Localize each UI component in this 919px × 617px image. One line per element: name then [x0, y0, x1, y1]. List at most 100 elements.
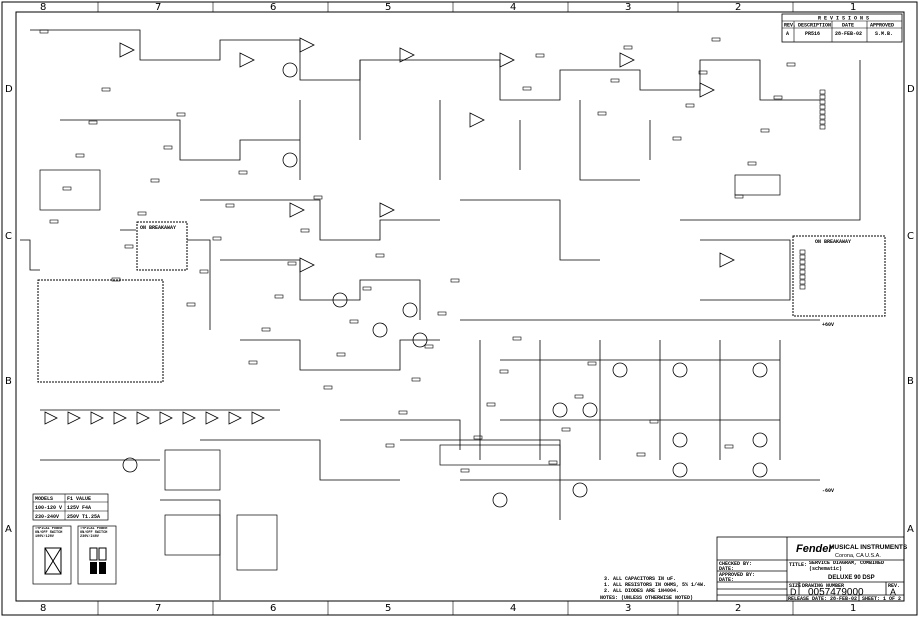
- resistor-symbol: [499, 369, 509, 374]
- transistor-symbol: [572, 482, 588, 498]
- zone-column-label: 7: [155, 2, 161, 13]
- notes-item-2: 2. ALL DIODES ARE 1N4004.: [604, 588, 679, 594]
- annotation-box: [236, 514, 278, 571]
- resistor-symbol: [274, 294, 284, 299]
- zone-row-label: B: [907, 376, 914, 387]
- connector-pin: [799, 269, 806, 275]
- resistor-symbol: [636, 452, 646, 457]
- resistor-symbol: [150, 178, 160, 183]
- annotation-box: [39, 169, 101, 211]
- resistor-symbol: [623, 45, 633, 50]
- rev-value: A: [890, 587, 896, 597]
- zone-row-label: B: [5, 376, 12, 387]
- wire: [500, 359, 780, 421]
- wire: [40, 439, 400, 481]
- transistor-symbol: [402, 302, 418, 318]
- wire: [460, 319, 820, 481]
- rev-header-description: DESCRIPTION: [798, 23, 831, 29]
- resistor-symbol: [522, 86, 532, 91]
- resistor-symbol: [137, 211, 147, 216]
- buffer-symbol: [251, 411, 265, 425]
- resistor-symbol: [561, 427, 571, 432]
- size-label: SIZE: [789, 583, 801, 589]
- switch-note-2: TYPICAL POWER ON/OFF SWITCH 230V/240V: [80, 527, 108, 540]
- zone-column-label: 2: [735, 603, 741, 614]
- wire: [200, 199, 440, 241]
- buffer-symbol: [159, 411, 173, 425]
- inner-border: [15, 11, 905, 602]
- zone-column-label: 5: [385, 2, 391, 13]
- zone-column-label: 8: [40, 603, 46, 614]
- zone-column-label: 6: [270, 2, 276, 13]
- resistor-symbol: [101, 87, 111, 92]
- release-date: RELEASE DATE: 28-FEB-02: [788, 596, 857, 602]
- connector-pin: [819, 99, 826, 105]
- zone-row-label: C: [907, 231, 914, 242]
- wire: [120, 229, 211, 330]
- annotation-box: [164, 449, 221, 491]
- wire: [579, 100, 651, 181]
- transistor-symbol: [672, 462, 688, 478]
- connector-pin: [799, 254, 806, 260]
- wire: [299, 60, 521, 180]
- resistor-symbol: [385, 443, 395, 448]
- size-value: D: [790, 587, 797, 597]
- sheet-number: SHEET: 1 OF 2: [862, 596, 901, 602]
- notes-item-1: 1. ALL RESISTORS IN OHMS, 5% 1/4W.: [604, 582, 706, 588]
- annotation-box: [164, 514, 221, 556]
- fuse-table: MODELS F1 VALUE 100-120 V 125V F4A 230-2…: [32, 493, 117, 585]
- transistor-symbol: [582, 402, 598, 418]
- wire: [30, 29, 420, 81]
- resistor-symbol: [437, 311, 447, 316]
- resistor-symbol: [163, 145, 173, 150]
- zone-column-label: 5: [385, 603, 391, 614]
- resistor-symbol: [597, 111, 607, 116]
- resistor-symbol: [287, 261, 297, 266]
- resistor-symbol: [362, 286, 372, 291]
- op-amp-symbol: [119, 42, 135, 58]
- title-label: TITLE:: [789, 562, 807, 568]
- switch-note-1: TYPICAL POWER ON/OFF SWITCH 100V/120V: [35, 527, 63, 540]
- fuse-row2-model: 230-240V: [35, 514, 59, 520]
- resistor-symbol: [698, 70, 708, 75]
- circuit-wiring: [20, 29, 861, 600]
- resistor-symbol: [225, 203, 235, 208]
- zone-column-label: 7: [155, 603, 161, 614]
- zone-column-label: 4: [510, 2, 516, 13]
- checked-by-label: CHECKED BY:: [719, 561, 752, 567]
- connector-pin: [819, 119, 826, 125]
- resistor-symbol: [336, 352, 346, 357]
- resistor-symbol: [424, 344, 434, 349]
- transistor-symbol: [552, 402, 568, 418]
- company-name: MUSICAL INSTRUMENTS: [829, 544, 908, 551]
- connector-pin: [819, 114, 826, 120]
- op-amp-symbol: [499, 52, 515, 68]
- rev-row-rev: A: [786, 31, 789, 37]
- resistor-symbol: [39, 29, 49, 34]
- transistor-symbol: [752, 462, 768, 478]
- revisions-block: R E V I S I O N S REV. DESCRIPTION DATE …: [781, 13, 903, 43]
- notes-item-3: 3. ALL CAPACITORS IN uF.: [604, 576, 676, 582]
- op-amp-symbol: [699, 82, 715, 98]
- transistor-symbol: [752, 432, 768, 448]
- rev-row-approved: S.M.B.: [875, 31, 893, 37]
- resistor-symbol: [760, 128, 770, 133]
- resistor-symbol: [649, 419, 659, 424]
- resistor-symbol: [535, 53, 545, 58]
- approved-by-label: APPROVED BY:: [719, 572, 755, 578]
- buffer-symbol: [136, 411, 150, 425]
- connector-pin: [819, 104, 826, 110]
- transistor-symbol: [752, 362, 768, 378]
- resistor-symbol: [473, 435, 483, 440]
- zone-column-label: 6: [270, 603, 276, 614]
- rev-header-date: DATE: [842, 23, 854, 29]
- checked-date-label: DATE:: [719, 566, 734, 572]
- transistor-symbol: [612, 362, 628, 378]
- wire: [460, 199, 600, 261]
- connector-pin: [799, 249, 806, 255]
- resistor-symbol: [587, 361, 597, 366]
- zone-column-label: 1: [850, 603, 856, 614]
- buffer-symbol: [182, 411, 196, 425]
